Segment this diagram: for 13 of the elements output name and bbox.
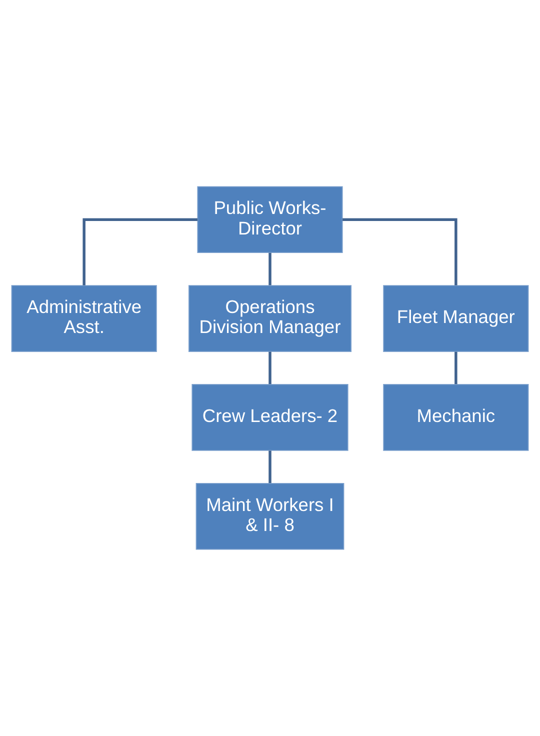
node-box: Fleet Manager [383,285,529,352]
connector [342,218,458,286]
connector [82,218,198,286]
node-box: Operations Division Manager [188,285,352,352]
node-box: Administrative Asst. [11,285,157,352]
node-box: Mechanic [383,384,529,451]
connector [268,352,272,384]
connector [268,252,272,286]
connector [268,450,272,484]
connector [454,352,458,384]
node-box: Public Works- Director [197,186,343,254]
node-box: Maint Workers I & II- 8 [196,482,344,550]
node-box: Crew Leaders- 2 [192,384,348,451]
